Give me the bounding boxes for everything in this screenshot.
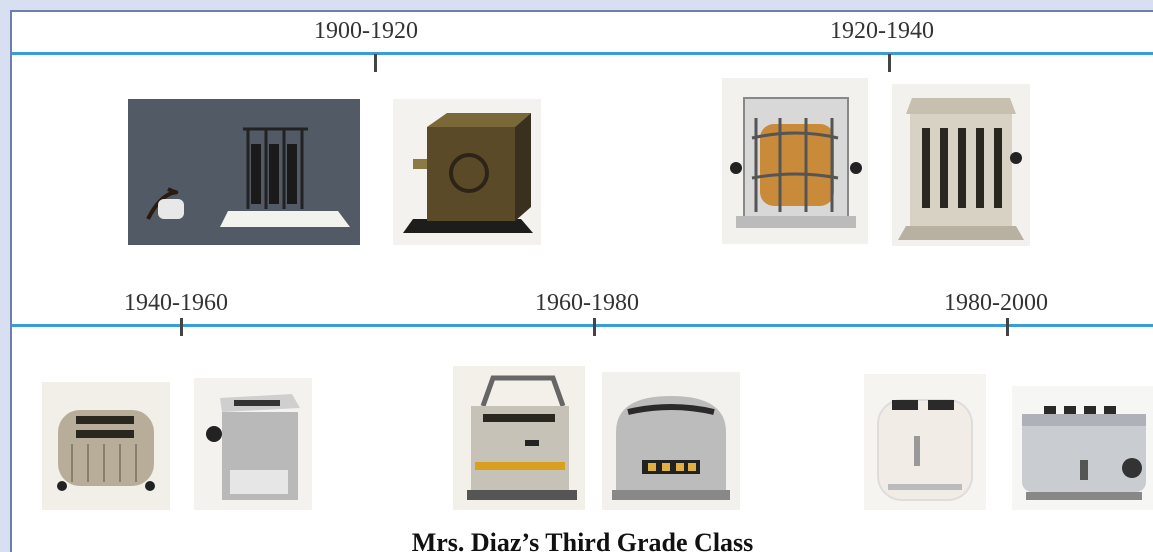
era-label-1920-1940: 1920-1940: [830, 18, 934, 45]
era-label-1980-2000: 1980-2000: [944, 290, 1048, 317]
timeline-poster: 1900-1920 1920-1940: [10, 10, 1153, 552]
toaster-photo-1980-commercial: [1012, 386, 1153, 510]
toaster-photo-1940-square: [194, 378, 312, 510]
tick-1940: [180, 318, 183, 336]
toaster-photo-1920-bread: [722, 78, 868, 244]
tick-1920: [888, 54, 891, 72]
toaster-photo-1960-rounded: [602, 372, 740, 510]
toaster-photo-1980-white: [864, 374, 986, 510]
tick-1980: [1006, 318, 1009, 336]
toaster-photo-1960-handle: [453, 366, 585, 510]
class-caption: Mrs. Diaz’s Third Grade Class: [12, 528, 1153, 552]
toaster-photo-1900-wire: [128, 99, 360, 245]
era-label-1900-1920: 1900-1920: [314, 18, 418, 45]
tick-1900: [374, 54, 377, 72]
toaster-photo-1920-ornate: [892, 84, 1030, 246]
timeline-bottom: [12, 324, 1153, 327]
tick-1960: [593, 318, 596, 336]
timeline-top: [12, 52, 1153, 55]
era-label-1960-1980: 1960-1980: [535, 290, 639, 317]
toaster-photo-1940-chrome: [42, 382, 170, 510]
era-label-1940-1960: 1940-1960: [124, 290, 228, 317]
toaster-photo-1900-box: [393, 99, 541, 245]
